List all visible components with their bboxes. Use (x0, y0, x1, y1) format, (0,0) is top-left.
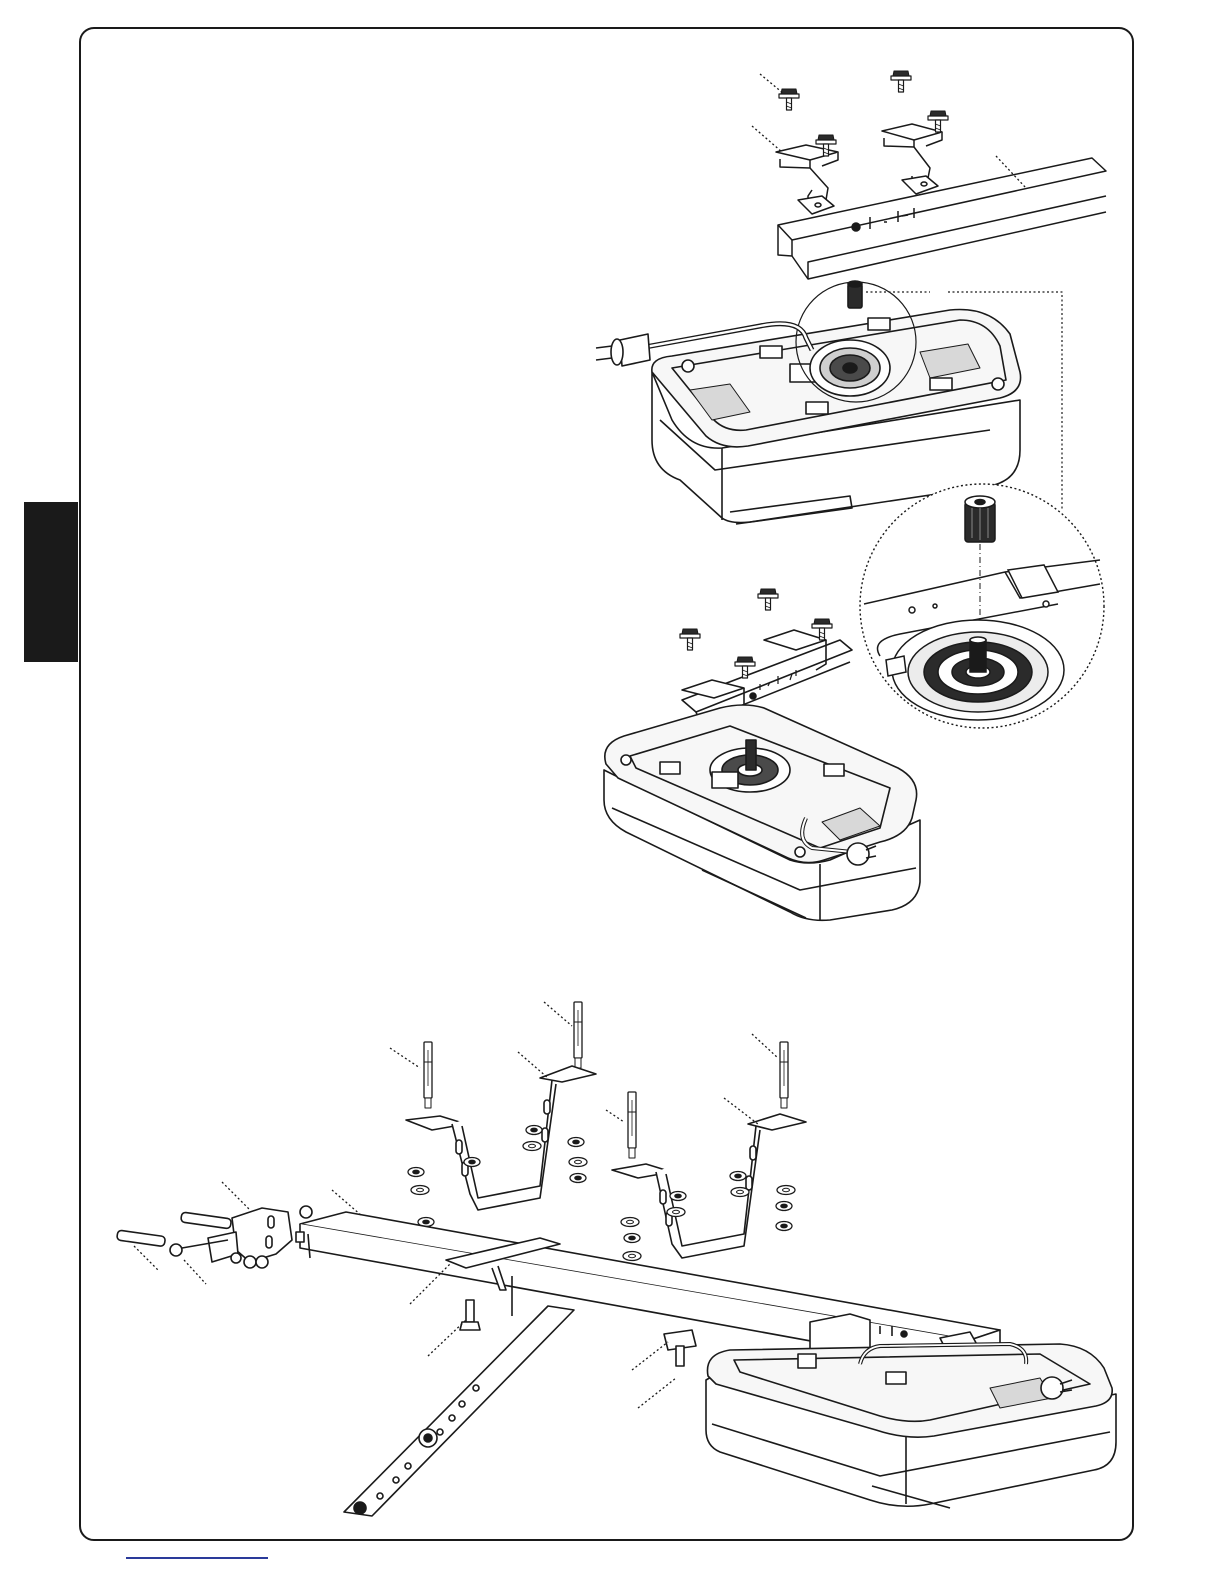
motor-unit-end (706, 1344, 1116, 1508)
drive-wheel (810, 340, 890, 396)
rail-section (778, 158, 1106, 279)
u-bracket-right (882, 124, 942, 194)
screw-icon (680, 629, 700, 650)
hanging-bracket-left (406, 1066, 596, 1210)
door-arm (344, 1306, 574, 1516)
hanging-bracket-right (612, 1114, 806, 1258)
anchor-bolt-icon (780, 1042, 788, 1108)
anchor-bolt-icon (574, 1002, 582, 1068)
rail-ceiling-mount-figure (117, 1002, 1116, 1516)
screw-icon (758, 589, 778, 610)
rail-bolt (460, 1300, 480, 1330)
rail-bracket-exploded-figure (752, 71, 1106, 279)
anchor-bolt-icon (424, 1042, 432, 1108)
end-bracket (117, 1206, 312, 1268)
drive-shaft-detail-figure (860, 484, 1104, 728)
drive-wheel-detail (892, 620, 1064, 720)
anchor-bolt-icon (628, 1092, 636, 1158)
screw-icon (891, 71, 911, 92)
drive-shaft (848, 281, 862, 308)
rail-bolt-2 (664, 1330, 696, 1366)
